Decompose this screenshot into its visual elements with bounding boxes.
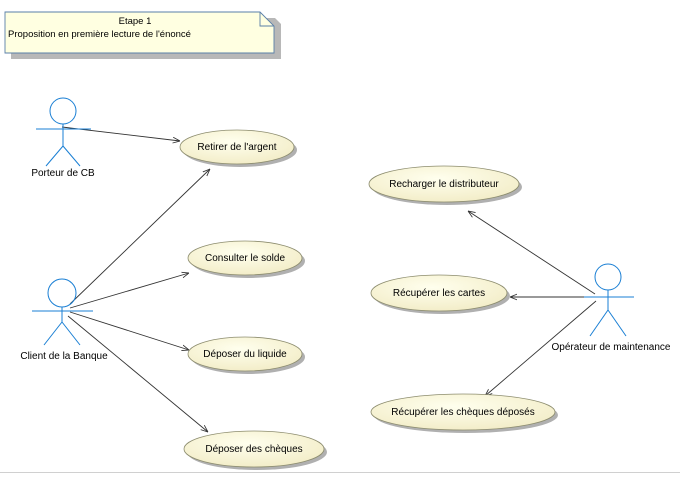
usecase-recuperer-cartes: Récupérer les cartes [370, 274, 510, 314]
usecase-recharger-label: Recharger le distributeur [389, 179, 499, 190]
assoc-operateur-recuperer-cheques [485, 300, 597, 396]
actor-client-label: Client de la Banque [20, 351, 108, 362]
usecase-consulter: Consulter le solde [187, 240, 305, 278]
note-subtitle: Proposition en première lecture de l'éno… [8, 29, 191, 40]
usecase-retirer-label: Retirer de l'argent [197, 142, 276, 153]
usecase-deposer-liquide-label: Déposer du liquide [203, 349, 287, 360]
usecase-recuperer-cartes-label: Récupérer les cartes [393, 288, 485, 299]
assoc-client-retirer [69, 169, 210, 305]
usecase-deposer-liquide: Déposer du liquide [187, 336, 305, 374]
usecase-recuperer-cheques-label: Récupérer les chèques déposés [391, 407, 534, 418]
actor-porteur-label: Porteur de CB [31, 168, 95, 179]
note: Etape 1 Proposition en première lecture … [4, 11, 281, 59]
assoc-client-consulter [69, 273, 189, 309]
actor-operateur-icon [584, 263, 634, 337]
actor-client-icon [32, 278, 93, 346]
usecase-recuperer-cheques: Récupérer les chèques déposés [370, 393, 558, 433]
actor-operateur: Opérateur de maintenance [552, 263, 671, 353]
actor-porteur-icon [36, 97, 91, 167]
actor-porteur: Porteur de CB [31, 97, 95, 179]
actor-client: Client de la Banque [20, 278, 108, 362]
usecase-deposer-cheques-label: Déposer des chèques [205, 444, 302, 455]
assoc-client-deposer-cheques [67, 315, 208, 432]
assoc-client-deposer-liquide [69, 311, 189, 350]
usecase-deposer-cheques: Déposer des chèques [183, 430, 327, 470]
usecase-recharger: Recharger le distributeur [368, 165, 522, 205]
assoc-operateur-recharger [468, 211, 596, 295]
actor-operateur-label: Opérateur de maintenance [552, 342, 671, 353]
associations [61, 126, 597, 432]
usecase-consulter-label: Consulter le solde [205, 253, 285, 264]
note-title: Etape 1 [119, 16, 152, 27]
usecase-retirer: Retirer de l'argent [179, 129, 297, 167]
